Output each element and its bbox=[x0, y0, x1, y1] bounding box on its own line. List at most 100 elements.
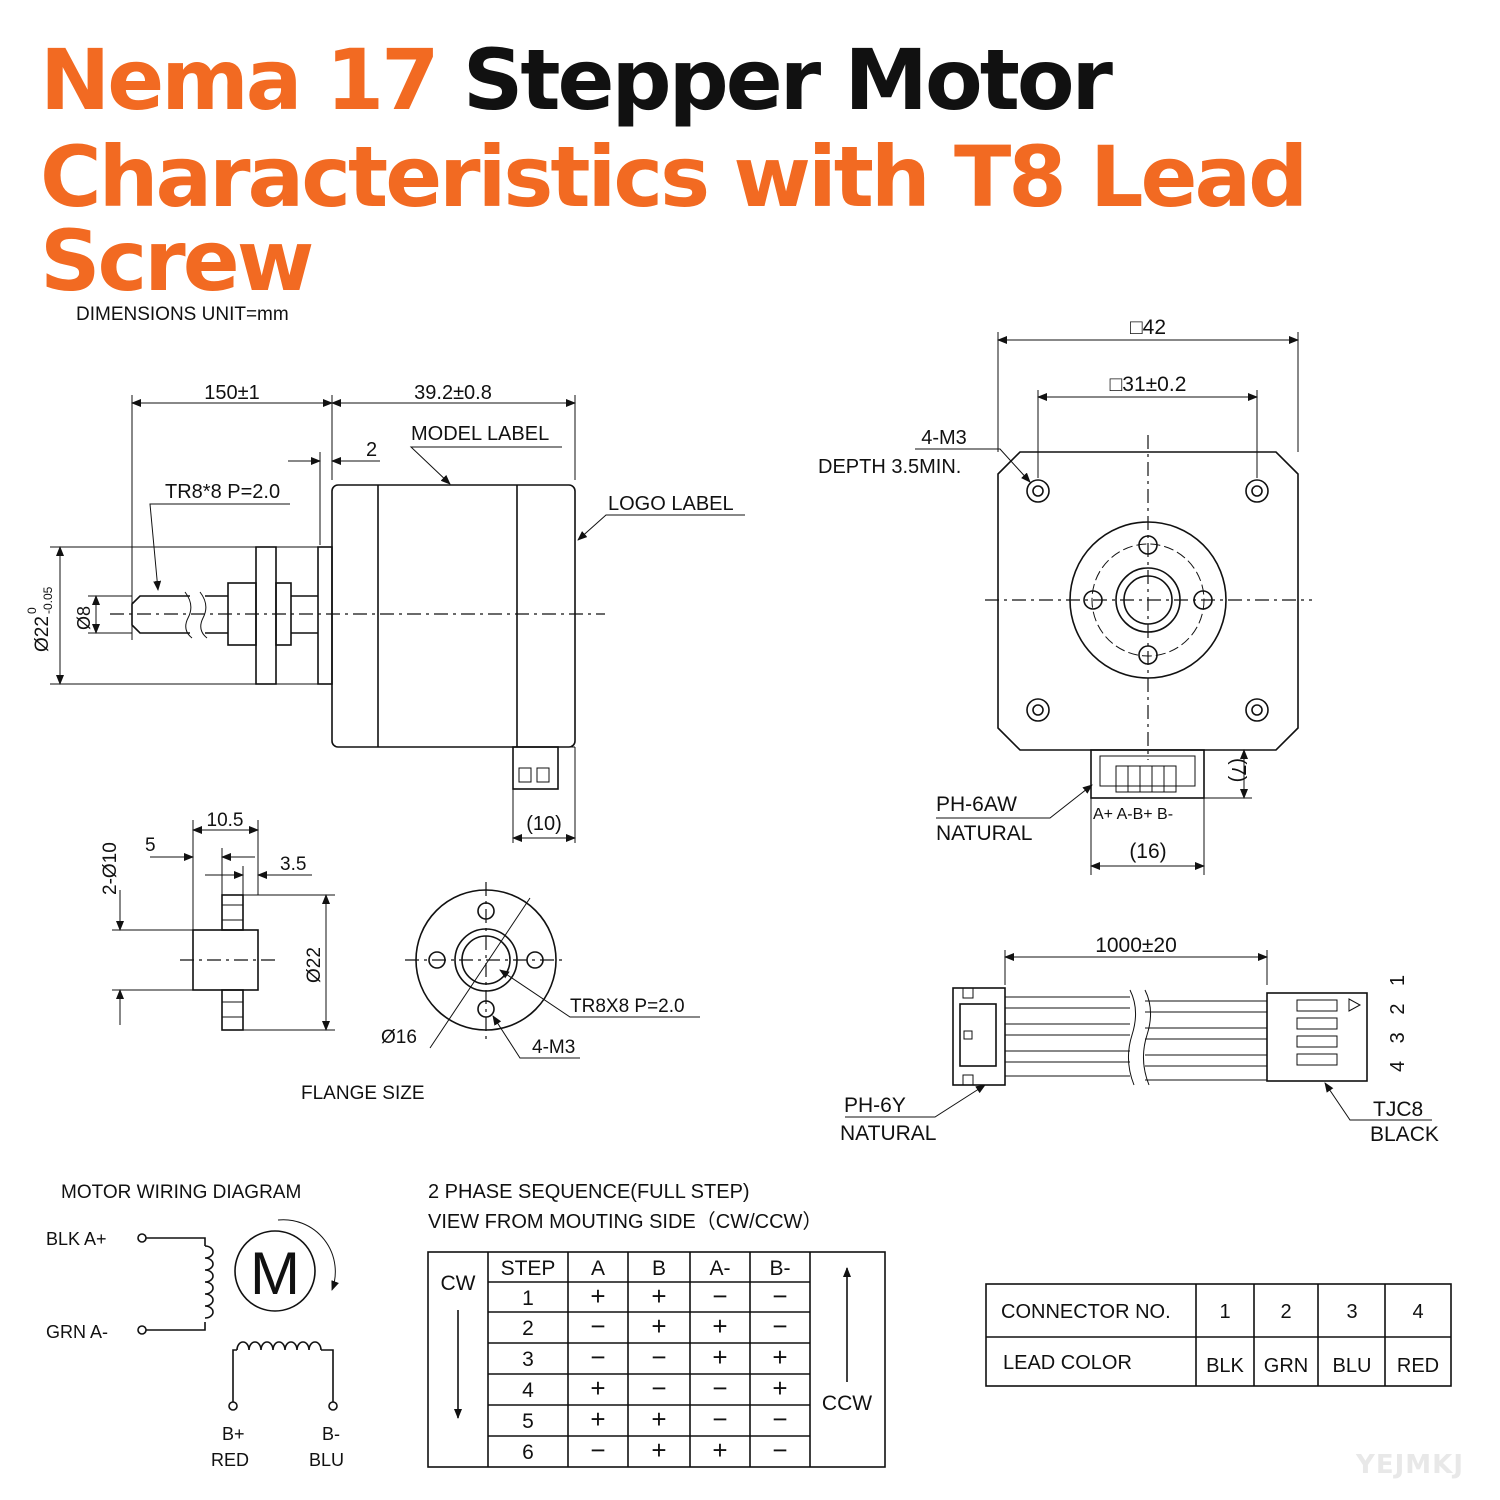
cable-right-color: BLACK bbox=[1370, 1123, 1439, 1146]
phase-sign: − bbox=[590, 1311, 605, 1341]
phase-sign: − bbox=[590, 1342, 605, 1372]
side-view: DIMENSIONS UNIT=mm 150±1 39.2±0.8 2 bbox=[25, 304, 745, 843]
sequence-title-2: VIEW FROM MOUTING SIDE（CW/CCW） bbox=[428, 1210, 822, 1233]
flange-side-view: 10.5 5 3.5 2-Ø10 Ø22 bbox=[100, 810, 335, 1031]
flange-pcd: Ø16 bbox=[381, 1027, 417, 1048]
flange-caption: FLANGE SIZE bbox=[301, 1083, 425, 1104]
flange-thread: TR8X8 P=2.0 bbox=[570, 996, 685, 1017]
dim-conn-height: (7) bbox=[1227, 758, 1249, 782]
lead-color: RED bbox=[1397, 1355, 1439, 1377]
ccw-label: CCW bbox=[822, 1392, 872, 1415]
phase-sign: + bbox=[651, 1281, 666, 1311]
cable-length: 1000±20 bbox=[1095, 934, 1177, 957]
cable-right-type: TJC8 bbox=[1373, 1098, 1423, 1121]
front-view: □42 □31±0.2 4-M3 DEPTH 3.5MIN. bbox=[818, 316, 1312, 875]
wire-blk-label: BLK A+ bbox=[46, 1229, 107, 1249]
mounting-holes bbox=[1026, 479, 1269, 722]
wire-blu-label: BLU bbox=[309, 1450, 344, 1470]
holes-label-1: 4-M3 bbox=[921, 427, 967, 449]
flange-dim-holes: 2-Ø10 bbox=[100, 842, 121, 895]
cable-left-color: NATURAL bbox=[840, 1122, 936, 1145]
sequence-header: STEP bbox=[501, 1257, 556, 1280]
wire-grn-label: GRN A- bbox=[46, 1322, 108, 1342]
lead-color-header: LEAD COLOR bbox=[1003, 1352, 1132, 1374]
sequence-header: A bbox=[591, 1257, 605, 1280]
step-number: 4 bbox=[522, 1379, 534, 1402]
connector-color: NATURAL bbox=[936, 822, 1032, 845]
dim-connector: (10) bbox=[526, 813, 562, 835]
phase-sign: − bbox=[712, 1373, 727, 1403]
connector-number: 1 bbox=[1219, 1301, 1230, 1323]
logo-label: LOGO LABEL bbox=[608, 493, 734, 515]
phase-sign: − bbox=[772, 1404, 787, 1434]
watermark: YEJMKJ bbox=[1356, 1450, 1464, 1480]
lead-color: GRN bbox=[1264, 1355, 1308, 1377]
sequence-header: B- bbox=[770, 1257, 791, 1280]
connector-pins: A+ A-B+ B- bbox=[1093, 806, 1173, 823]
flange-dim-length: 10.5 bbox=[207, 810, 244, 831]
title-product: Stepper Motor bbox=[436, 31, 1113, 129]
svg-text:-0.05: -0.05 bbox=[41, 586, 55, 614]
wiring-diagram: MOTOR WIRING DIAGRAM BLK A+ GRN A- M B+ … bbox=[46, 1182, 344, 1470]
phase-sign: − bbox=[772, 1281, 787, 1311]
step-number: 1 bbox=[522, 1287, 534, 1310]
phase-sign: − bbox=[712, 1281, 727, 1311]
phase-sign: + bbox=[772, 1342, 787, 1372]
flange-dim-b: 3.5 bbox=[280, 854, 306, 875]
phase-sign: + bbox=[651, 1435, 666, 1465]
phase-sign: + bbox=[651, 1311, 666, 1341]
phase-sign: − bbox=[772, 1435, 787, 1465]
flange-dim-a: 5 bbox=[145, 835, 156, 856]
flange-dim-dia: Ø22 bbox=[304, 947, 325, 983]
dim-conn-width: (16) bbox=[1129, 840, 1166, 863]
motor-symbol: M bbox=[250, 1240, 300, 1307]
dim-hole-pitch: □31±0.2 bbox=[1110, 373, 1187, 396]
title-line-2: Characteristics with T8 Lead Screw bbox=[40, 128, 1308, 310]
wire-bplus-label: B+ bbox=[222, 1424, 245, 1444]
lead-color: BLK bbox=[1206, 1355, 1244, 1377]
unit-note: DIMENSIONS UNIT=mm bbox=[76, 304, 289, 325]
step-number: 6 bbox=[522, 1441, 534, 1464]
flange-holes: 4-M3 bbox=[532, 1037, 575, 1058]
sequence-title-1: 2 PHASE SEQUENCE(FULL STEP) bbox=[428, 1181, 750, 1203]
phase-sign: − bbox=[712, 1404, 727, 1434]
phase-sign: + bbox=[712, 1311, 727, 1341]
title-model: Nema 17 bbox=[40, 31, 440, 129]
model-label: MODEL LABEL bbox=[411, 423, 549, 445]
dim-boss-dia: Ø22 0 -0.05 bbox=[25, 586, 55, 652]
wire-bminus-label: B- bbox=[322, 1424, 340, 1444]
dim-screw-length: 150±1 bbox=[204, 382, 259, 404]
phase-sign: + bbox=[712, 1435, 727, 1465]
dim-boss: 2 bbox=[366, 439, 377, 461]
phase-sign: − bbox=[772, 1311, 787, 1341]
phase-sequence: 2 PHASE SEQUENCE(FULL STEP) VIEW FROM MO… bbox=[427, 1181, 886, 1468]
dim-screw-dia: Ø8 bbox=[74, 606, 94, 630]
lead-color: BLU bbox=[1333, 1355, 1372, 1377]
cw-label: CW bbox=[441, 1272, 476, 1295]
wiring-title: MOTOR WIRING DIAGRAM bbox=[61, 1182, 301, 1203]
wire-red-label: RED bbox=[211, 1450, 249, 1470]
dim-body-length: 39.2±0.8 bbox=[414, 382, 492, 404]
connector-number: 4 bbox=[1412, 1301, 1423, 1323]
connector-type: PH-6AW bbox=[936, 793, 1017, 816]
svg-text:0: 0 bbox=[25, 607, 39, 614]
connector-number: 3 bbox=[1346, 1301, 1357, 1323]
cable-left-type: PH-6Y bbox=[844, 1094, 906, 1117]
title-line-1: Nema 17 Stepper Motor bbox=[40, 38, 1113, 122]
step-number: 3 bbox=[522, 1348, 534, 1371]
phase-sign: + bbox=[590, 1373, 605, 1403]
phase-sign: − bbox=[651, 1373, 666, 1403]
cable-pin-numbers: 4 3 2 1 bbox=[1387, 969, 1409, 1072]
dim-width: □42 bbox=[1130, 316, 1166, 339]
phase-sign: + bbox=[651, 1404, 666, 1434]
phase-sign: − bbox=[590, 1435, 605, 1465]
phase-sign: + bbox=[712, 1342, 727, 1372]
sequence-header: B bbox=[652, 1257, 666, 1280]
cable-assembly: 1000±20 4 3 2 1 PH-6Y NATURAL TJC8 bbox=[840, 934, 1439, 1146]
svg-text:Ø22: Ø22 bbox=[32, 616, 53, 652]
flange-front-view: TR8X8 P=2.0 Ø16 4-M3 FLANGE SIZE bbox=[301, 882, 700, 1104]
